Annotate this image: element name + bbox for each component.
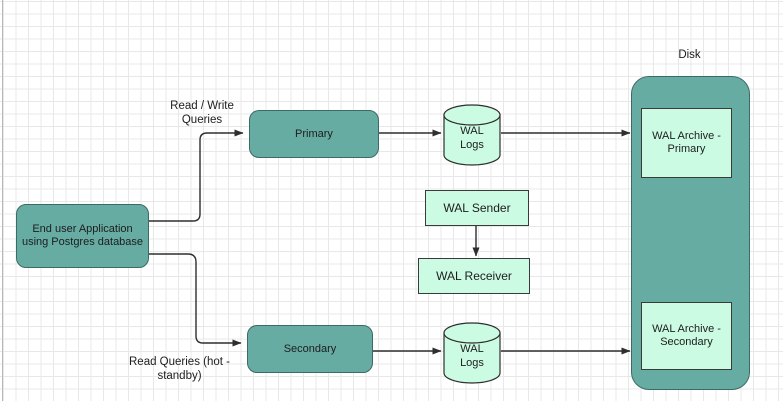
edge-label-read-write-queries: Read / Write Queries — [170, 100, 234, 126]
node-wal-receiver-label: WAL Receiver — [436, 268, 512, 283]
node-secondary[interactable]: Secondary — [247, 325, 373, 373]
node-wal-sender-label: WAL Sender — [443, 200, 511, 215]
node-wal-archive-primary[interactable]: WAL Archive - Primary — [641, 108, 732, 178]
canvas-left-border — [2, 0, 3, 401]
node-primary-label: Primary — [295, 127, 333, 140]
node-wal-logs-secondary[interactable]: WAL Logs — [443, 322, 501, 384]
node-secondary-label: Secondary — [283, 342, 337, 355]
node-end-user-application-label: End user Application using Postgres data… — [21, 223, 144, 248]
connector-app-to-primary — [149, 129, 244, 222]
node-wal-logs-primary[interactable]: WAL Logs — [443, 104, 501, 166]
cylinder-icon — [443, 104, 501, 166]
cylinder-icon — [443, 322, 501, 384]
connector-app-to-secondary — [149, 253, 242, 347]
node-wal-logs-secondary-label: WAL Logs — [460, 343, 484, 369]
node-wal-archive-secondary[interactable]: WAL Archive - Secondary — [641, 302, 732, 370]
node-wal-archive-primary-label: WAL Archive - Primary — [652, 130, 721, 155]
node-wal-sender[interactable]: WAL Sender — [425, 190, 529, 226]
node-wal-logs-primary-label: WAL Logs — [460, 125, 484, 151]
edge-label-read-queries: Read Queries (hot - standby) — [129, 356, 230, 382]
node-wal-receiver[interactable]: WAL Receiver — [418, 258, 530, 294]
node-wal-archive-secondary-label: WAL Archive - Secondary — [652, 323, 721, 348]
node-end-user-application[interactable]: End user Application using Postgres data… — [16, 204, 149, 268]
node-primary[interactable]: Primary — [249, 110, 379, 158]
disk-title-label: Disk — [678, 49, 701, 61]
